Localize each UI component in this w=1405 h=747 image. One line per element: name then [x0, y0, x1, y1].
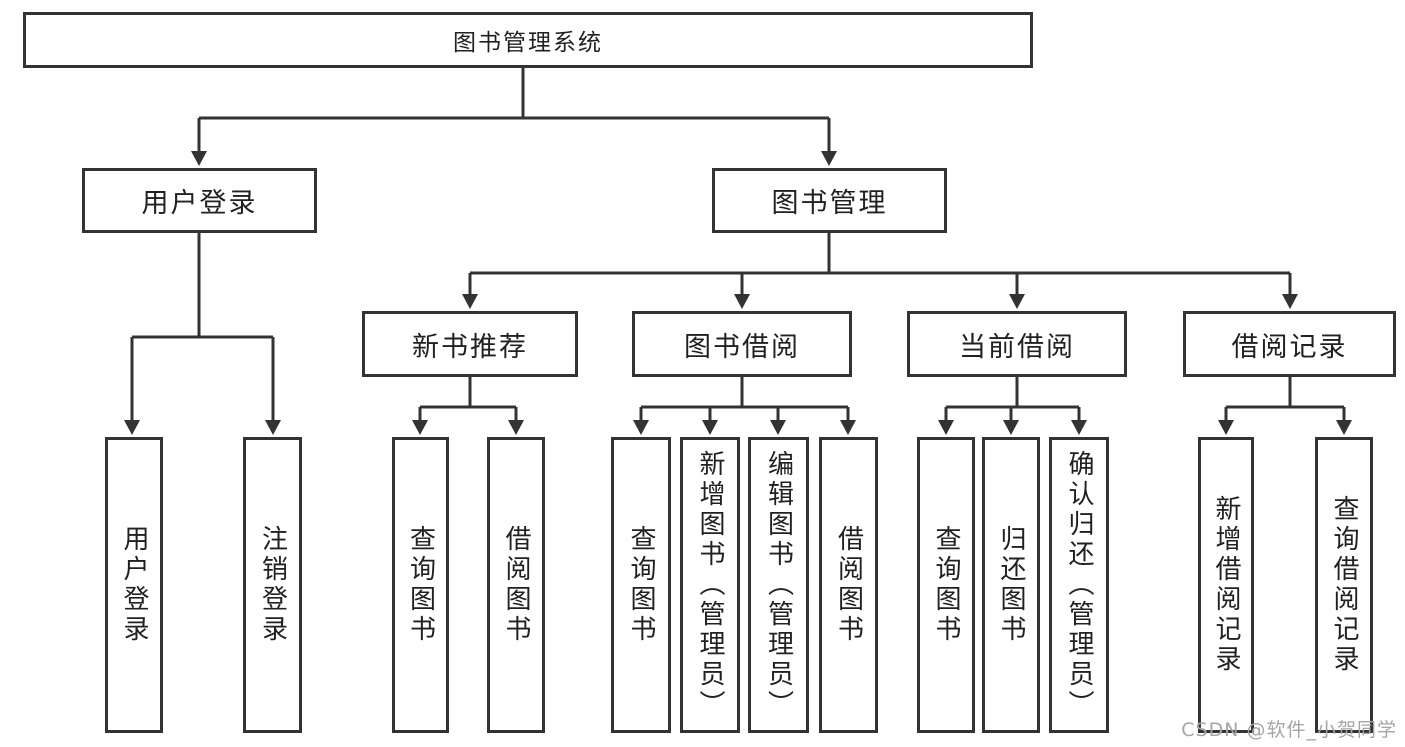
leaf-bb-add-books-label: 新增图书（管理员）	[695, 450, 725, 720]
leaf-cb-return-books-label: 归还图书	[996, 525, 1026, 645]
leaf-nb-borrow-books: 借阅图书	[487, 437, 545, 733]
leaf-nb-query-books: 查询图书	[392, 437, 449, 733]
node-book-mgmt-label: 图书管理	[771, 188, 888, 219]
node-book-mgmt: 图书管理	[712, 168, 947, 233]
node-root: 图书管理系统	[23, 12, 1033, 68]
leaf-br-add-record: 新增借阅记录	[1198, 437, 1254, 733]
leaf-bb-add-books: 新增图书（管理员）	[680, 437, 740, 733]
node-user-login: 用户登录	[82, 168, 317, 233]
leaf-nb-borrow-books-label: 借阅图书	[501, 525, 531, 645]
node-new-books-label: 新书推荐	[412, 331, 528, 363]
node-current-borrow-label: 当前借阅	[959, 331, 1075, 363]
node-user-login-label: 用户登录	[141, 188, 258, 219]
leaf-cb-query-books-label: 查询图书	[931, 525, 961, 645]
leaf-br-add-record-label: 新增借阅记录	[1211, 495, 1241, 675]
leaf-user-login: 用户登录	[105, 437, 163, 733]
node-borrow-records: 借阅记录	[1183, 311, 1396, 377]
node-book-borrow: 图书借阅	[632, 311, 852, 377]
node-current-borrow: 当前借阅	[907, 311, 1127, 377]
leaf-bb-query-books: 查询图书	[611, 437, 671, 733]
leaf-bb-query-books-label: 查询图书	[626, 525, 656, 645]
leaf-nb-query-books-label: 查询图书	[405, 525, 436, 645]
leaf-user-login-label: 用户登录	[119, 525, 149, 645]
node-new-books: 新书推荐	[362, 311, 578, 377]
leaf-bb-edit-books: 编辑图书（管理员）	[748, 437, 809, 733]
node-borrow-records-label: 借阅记录	[1231, 331, 1348, 363]
leaf-br-query-record: 查询借阅记录	[1315, 437, 1373, 733]
leaf-bb-edit-books-label: 编辑图书（管理员）	[763, 450, 794, 720]
node-book-borrow-label: 图书借阅	[684, 331, 800, 363]
leaf-logout-label: 注销登录	[257, 525, 288, 645]
leaf-cb-query-books: 查询图书	[917, 437, 975, 733]
leaf-bb-borrow-books-label: 借阅图书	[833, 525, 864, 645]
leaf-cb-confirm-return: 确认归还（管理员）	[1049, 437, 1109, 733]
watermark: CSDN @软件_小贺同学	[1181, 719, 1397, 741]
leaf-br-query-record-label: 查询借阅记录	[1329, 495, 1359, 675]
leaf-cb-return-books: 归还图书	[982, 437, 1040, 733]
leaf-logout: 注销登录	[243, 437, 302, 733]
leaf-bb-borrow-books: 借阅图书	[819, 437, 878, 733]
leaf-cb-confirm-return-label: 确认归还（管理员）	[1064, 450, 1094, 720]
node-root-label: 图书管理系统	[453, 30, 603, 56]
